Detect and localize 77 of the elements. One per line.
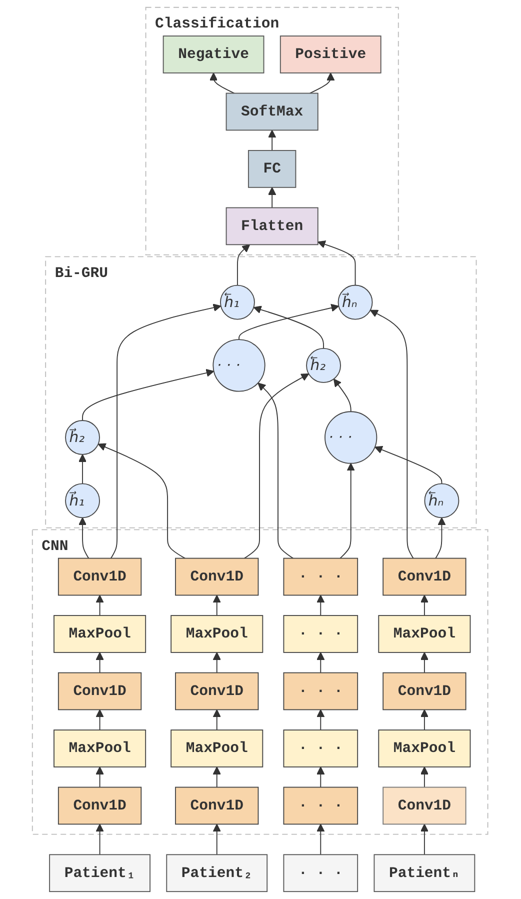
arrow	[436, 517, 446, 559]
arrow	[96, 594, 104, 616]
arrow	[268, 130, 277, 151]
node-box: Conv1D	[383, 558, 467, 596]
arrow	[78, 454, 87, 484]
arrow	[340, 462, 356, 559]
arrow	[213, 594, 222, 616]
node-box: Conv1D	[175, 786, 260, 825]
node-box: Conv1D	[383, 786, 467, 825]
arrow	[268, 187, 277, 208]
arrow	[317, 709, 326, 730]
arrow	[420, 824, 429, 856]
arrow	[96, 709, 104, 730]
node-box: MaxPool	[378, 615, 472, 653]
arrow	[96, 766, 104, 788]
arrow	[82, 368, 215, 421]
arrow	[258, 382, 294, 559]
node-box: Conv1D	[58, 786, 142, 825]
arrow	[96, 824, 104, 856]
arrow	[98, 443, 186, 559]
arrow	[213, 824, 222, 856]
node-box: SoftMax	[226, 92, 319, 131]
node-circle: h⃖₂	[306, 348, 342, 383]
node-circle: h⃖₁	[220, 284, 256, 320]
arrow	[310, 72, 336, 94]
node-box: FC	[248, 150, 297, 188]
arrow	[213, 766, 222, 788]
node-circle: · · ·	[213, 339, 266, 392]
arrow	[374, 446, 443, 484]
node-circle: h⃗₂	[65, 420, 100, 455]
arrow	[213, 709, 222, 730]
node-box: MaxPool	[171, 615, 264, 653]
node-box: · · ·	[284, 672, 358, 710]
node-circle: · · ·	[324, 411, 378, 464]
arrow	[317, 652, 326, 674]
arrow	[334, 378, 352, 412]
arrow	[317, 594, 326, 616]
arrow	[244, 373, 310, 559]
arrow	[78, 517, 90, 559]
arrow	[420, 594, 429, 616]
node-box: MaxPool	[54, 615, 146, 653]
node-circle: h⃗₁	[65, 483, 100, 518]
node-box: · · ·	[284, 730, 358, 768]
arrow	[237, 244, 251, 286]
arrow	[96, 652, 104, 674]
node-circle: h⃗ₙ	[338, 284, 374, 320]
node-box: Conv1D	[175, 558, 260, 596]
arrow	[318, 240, 356, 286]
arrow	[420, 709, 429, 730]
arrow	[213, 652, 222, 674]
arrow	[210, 72, 236, 94]
arrow	[317, 766, 326, 788]
node-circle: h⃖ₙ	[424, 483, 460, 518]
node-box: MaxPool	[54, 730, 146, 768]
arrow	[317, 824, 326, 856]
node-box: Conv1D	[175, 672, 260, 710]
arrow	[110, 304, 222, 559]
arrow	[254, 306, 324, 349]
node-box: · · ·	[284, 786, 358, 825]
node-box: Conv1D	[383, 672, 467, 710]
node-box: MaxPool	[378, 730, 472, 768]
node-box: · · ·	[284, 558, 358, 596]
node-box: Conv1D	[58, 672, 142, 710]
node-box: Negative	[163, 36, 265, 74]
node-box: · · ·	[284, 615, 358, 653]
arrow	[420, 766, 429, 788]
arrow	[370, 310, 414, 559]
node-box: Conv1D	[58, 558, 142, 596]
node-box: Patient₂	[166, 854, 268, 892]
node-box: Positive	[280, 36, 382, 74]
arrow	[238, 304, 340, 340]
arrow	[420, 652, 429, 674]
node-box: · · ·	[284, 854, 358, 892]
node-box: MaxPool	[171, 730, 264, 768]
node-box: Patient₁	[50, 854, 151, 892]
node-box: Flatten	[226, 207, 319, 246]
node-box: Patientₙ	[374, 854, 476, 892]
